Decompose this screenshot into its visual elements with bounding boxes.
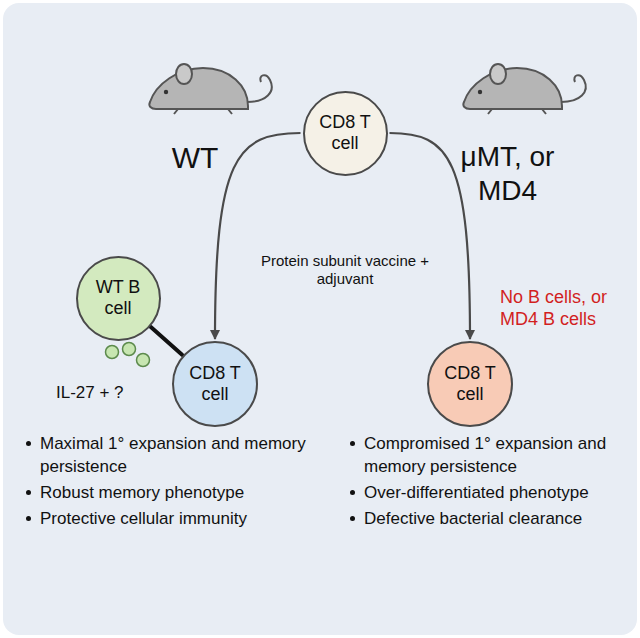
flow-arrow [215, 133, 301, 339]
cell-contact-line [151, 327, 183, 355]
outcome-text: Compromised 1° expansion and memory pers… [364, 432, 630, 478]
bullet-dot [26, 490, 31, 495]
outcome-text: Robust memory phenotype [40, 481, 244, 504]
outcome-text: Protective cellular immunity [40, 507, 247, 530]
bullet-item: Compromised 1° expansion and memory pers… [350, 432, 630, 478]
bullet-item: Defective bacterial clearance [350, 507, 630, 530]
cell-label: CD8 T cell [439, 363, 501, 405]
group-title: WT [145, 140, 245, 176]
bullet-dot [350, 516, 355, 521]
bullet-dot [26, 516, 31, 521]
bullet-dot [350, 490, 355, 495]
outcome-text: Over-differentiated phenotype [364, 481, 589, 504]
bullet-dot [26, 441, 31, 446]
t-cell-circle: CD8 T cell [172, 341, 258, 427]
cell-label: CD8 T cell [314, 112, 376, 154]
cytokine-label: IL-27 + ? [56, 383, 156, 403]
cytokine-droplet [123, 343, 136, 356]
group-title: μMT, or MD4 [440, 140, 575, 208]
outcome-text: Maximal 1° expansion and memory persiste… [40, 432, 326, 478]
bullet-dot [350, 441, 355, 446]
b-cell-circle: WT B cell [76, 256, 161, 341]
il27-droplets [106, 343, 150, 367]
naive-t-cell-circle: CD8 T cell [303, 91, 388, 176]
flow-arrow [390, 133, 471, 339]
cell-label: WT B cell [87, 277, 149, 319]
outcome-list: Maximal 1° expansion and memory persiste… [26, 432, 326, 533]
wt-mouse-icon [149, 64, 271, 114]
cytokine-droplet [137, 354, 150, 367]
cell-label: CD8 T cell [184, 363, 246, 405]
outcome-text: Defective bacterial clearance [364, 507, 582, 530]
bullet-item: Protective cellular immunity [26, 507, 326, 530]
mutant-mouse-icon [463, 64, 585, 114]
t-cell-circle: CD8 T cell [427, 341, 513, 427]
condition-note: No B cells, or MD4 B cells [500, 286, 632, 330]
bullet-item: Over-differentiated phenotype [350, 481, 630, 504]
bullet-item: Maximal 1° expansion and memory persiste… [26, 432, 326, 478]
treatment-label: Protein subunit vaccine + adjuvant [255, 252, 435, 288]
outcome-list: Compromised 1° expansion and memory pers… [350, 432, 630, 533]
bullet-item: Robust memory phenotype [26, 481, 326, 504]
cytokine-droplet [106, 346, 119, 359]
